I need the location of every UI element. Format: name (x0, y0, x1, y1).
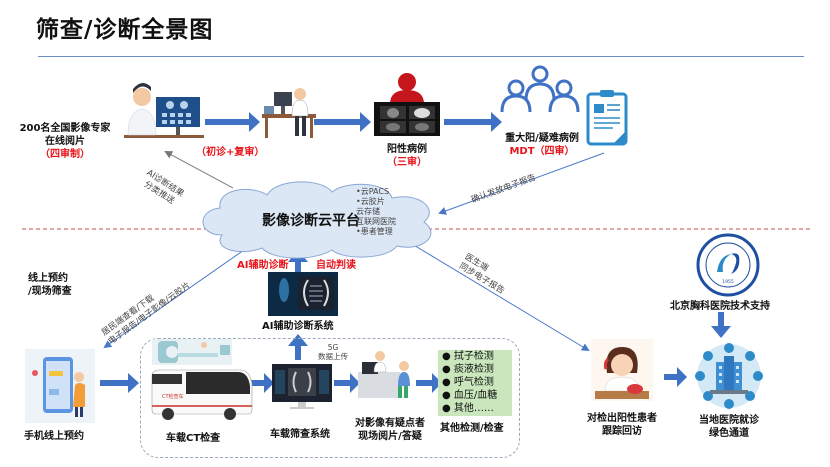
cloud-feature: •患者管理 (356, 227, 393, 236)
arrow-up-ai (288, 334, 308, 360)
upload-label: 5G 数据上传 (318, 343, 348, 361)
experts-note: （四审制） (40, 149, 90, 160)
positive-case-icon (374, 73, 440, 136)
clipboard-report-icon (586, 90, 628, 146)
mdt-label: 重大阳/疑难病例 (505, 133, 579, 144)
upload-line1: 5G (327, 343, 339, 352)
other-test-item: ● 血压/血糖 (442, 390, 498, 401)
onsite-reading-image (358, 351, 410, 398)
positive-case-label: 阳性病例 (387, 144, 427, 155)
flow-arrows (100, 112, 731, 393)
svg-text:1955: 1955 (722, 279, 734, 285)
ct-scanner-image (152, 339, 232, 365)
arrow-right-7 (416, 373, 442, 393)
cloud-features: •云PACS •云胶片 云存储 互联网医院 •患者管理 (356, 187, 396, 237)
experts-block: 200名全国影像专家 在线阅片 （四审制） (5, 122, 125, 161)
screening-system-label: 车载筛查系统 (270, 429, 330, 440)
cloud-feature: 云存储 (356, 207, 380, 216)
experts-line2: 在线阅片 (45, 136, 85, 147)
ai-push-line (164, 151, 234, 189)
other-test-item: ● 痰液检测 (442, 364, 494, 375)
cloud-feature: 互联网医院 (356, 217, 396, 226)
left-side-line2: /现场筛查 (28, 286, 72, 297)
positive-case-note: （三审） (387, 157, 427, 168)
arrow-right-1 (205, 112, 260, 132)
ai-assist-label: AI辅助诊断 (237, 260, 289, 271)
first-review-note: （初诊+复审） (196, 147, 265, 158)
ct-bus-image: CT检查车 (151, 369, 253, 420)
arrow-right-2 (314, 112, 371, 132)
positive-case-block: 阳性病例 （三审） (372, 143, 442, 169)
hospital-support-label: 北京胸科医院技术支持 (670, 301, 770, 312)
arrow-right-6 (334, 373, 360, 393)
confirm-report-line (438, 152, 605, 215)
ai-system-image (268, 272, 338, 316)
phone-booking-image (25, 349, 95, 423)
other-test-item: ● 拭子检测 (442, 351, 494, 362)
cloud-platform-shape (202, 181, 432, 259)
mdt-block: 重大阳/疑难病例 MDT（四审） (494, 132, 590, 158)
other-tests-list: ● 拭子检测 ● 痰液检测 ● 呼气检测 ● 血压/血糖 ● 其他…… (438, 350, 512, 416)
onsite-block: 对影像有疑点者 现场阅片/答疑 (348, 417, 432, 443)
bus-text: CT检查车 (162, 393, 184, 400)
arrow-right-5 (248, 373, 274, 393)
mdt-team-icon (500, 65, 580, 113)
upload-line2: 数据上传 (318, 352, 348, 361)
arrow-down-hospital (711, 312, 731, 338)
experts-line1: 200名全国影像专家 (19, 123, 111, 134)
other-test-item: ● 其他…… (442, 403, 494, 414)
onsite-line1: 对影像有疑点者 (355, 418, 425, 429)
follow-up-line2: 跟踪回访 (602, 426, 642, 437)
screening-system-image (272, 364, 332, 409)
other-test-item: ● 呼气检测 (442, 377, 494, 388)
arrow-right-4 (100, 373, 139, 393)
arrow-right-8 (664, 367, 687, 387)
follow-up-line1: 对检出阳性患者 (587, 413, 657, 424)
doctor-desk-icon (262, 88, 316, 138)
arrow-right-3 (444, 112, 502, 132)
phone-booking-label: 手机线上预约 (24, 431, 84, 442)
cloud-feature: •云胶片 (356, 197, 385, 206)
onsite-line2: 现场阅片/答疑 (358, 431, 422, 442)
title-divider (38, 56, 804, 57)
follow-up-call-image (591, 339, 653, 401)
local-hospital-block: 当地医院就诊 绿色通道 (686, 414, 772, 440)
hospital-logo: 1955 (696, 233, 760, 297)
cloud-feature: •云PACS (356, 187, 390, 196)
doctor-line (406, 240, 590, 352)
follow-up-block: 对检出阳性患者 跟踪回访 (576, 412, 668, 438)
mdt-note: MDT（四审） (509, 146, 575, 157)
ct-bus-label: 车载CT检查 (166, 433, 221, 444)
mobile-screening-container (140, 338, 520, 458)
cloud-title: 影像诊断云平台 (262, 213, 360, 229)
radiologist-icon (124, 82, 204, 138)
left-side-line1: 线上预约 (28, 273, 68, 284)
resident-line (103, 249, 245, 349)
page-title: 筛查/诊断全景图 (36, 17, 214, 43)
local-hospital-line2: 绿色通道 (709, 428, 749, 439)
auto-read-label: 自动判读 (316, 260, 356, 271)
local-hospital-line1: 当地医院就诊 (699, 415, 759, 426)
other-tests-label: 其他检测/检查 (440, 423, 504, 434)
local-hospital-image (695, 343, 763, 409)
arrow-up-cloud (288, 250, 308, 272)
ai-system-label: AI辅助诊断系统 (262, 321, 334, 332)
left-side-block: 线上预约 /现场筛查 (28, 272, 72, 298)
